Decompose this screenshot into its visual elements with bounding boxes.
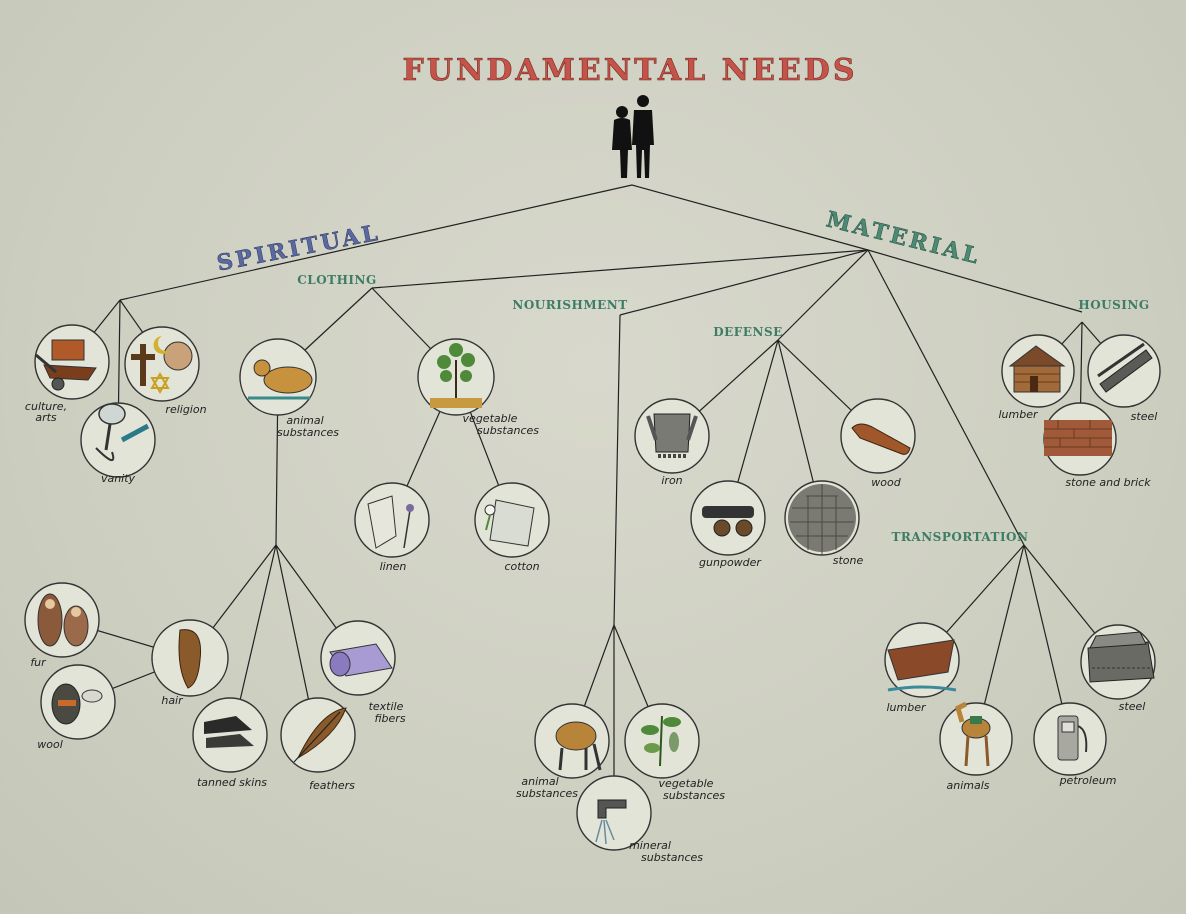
- label-clothing-vegetable-1: vegetable: [463, 412, 518, 425]
- label-fur: fur: [30, 656, 47, 669]
- steel-beam-icon: [1097, 342, 1153, 393]
- node-wool: [40, 664, 116, 740]
- label-nourish-vegetable-1: vegetable: [659, 777, 714, 790]
- node-defense-gunpowder: [690, 480, 766, 556]
- label-textile-fibers-1: textile: [369, 700, 404, 713]
- label-nourish-mineral-2: substances: [641, 851, 703, 864]
- label-clothing-vegetable-2: substances: [477, 424, 539, 437]
- node-clothing-vegetable: [417, 338, 495, 416]
- sheep-wool-icon: [51, 683, 103, 725]
- label-transport-lumber: lumber: [886, 701, 926, 714]
- locomotive-icon: [1087, 631, 1155, 683]
- label-clothing-animal-2: substances: [277, 426, 339, 439]
- node-clothing-animal: [239, 338, 317, 416]
- label-nourish-vegetable-2: substances: [663, 789, 725, 802]
- node-culture-arts: [34, 324, 110, 400]
- grazing-cow-icon: [555, 721, 602, 771]
- wooden-boat-icon: [887, 639, 957, 692]
- node-tanned-skins: [192, 697, 268, 773]
- label-hair: hair: [161, 694, 184, 707]
- label-wool: wool: [37, 738, 63, 751]
- human-couple-icon: [612, 95, 654, 178]
- label-defense-wood: wood: [871, 476, 901, 489]
- label-vanity: vanity: [101, 472, 136, 485]
- node-defense-wood: [840, 398, 916, 474]
- feather-icon: [293, 707, 347, 763]
- label-housing-steel: steel: [1131, 410, 1158, 423]
- label-housing-lumber: lumber: [998, 408, 1038, 421]
- node-housing-steel: [1087, 334, 1161, 408]
- node-linen: [354, 482, 430, 558]
- label-defense-gunpowder: gunpowder: [699, 556, 762, 569]
- node-feathers: [280, 697, 356, 773]
- label-nourish-animal-2: substances: [516, 787, 578, 800]
- label-feathers: feathers: [309, 779, 355, 792]
- node-fur: [24, 582, 100, 658]
- label-culture-arts-2: arts: [35, 411, 57, 424]
- node-transport-steel: [1080, 624, 1156, 700]
- node-defense-stone: [784, 480, 860, 556]
- fur-clad-people-icon: [37, 593, 89, 647]
- node-hair: [151, 619, 229, 697]
- hand-mirror-icon: [95, 403, 150, 461]
- node-cotton: [474, 482, 550, 558]
- diagram-title: FUNDAMENTAL NEEDS: [402, 53, 857, 88]
- node-nourish-animal: [534, 703, 610, 779]
- religious-symbols-icon: [131, 336, 193, 395]
- branch-spiritual: SPIRITUAL: [215, 220, 383, 277]
- cannon-icon: [702, 506, 754, 537]
- camel-icon: [955, 701, 991, 767]
- node-transport-petroleum: [1033, 702, 1107, 776]
- label-housing-stone-brick: stone and brick: [1065, 476, 1151, 489]
- label-religion: religion: [165, 403, 206, 416]
- label-transport-steel: steel: [1119, 700, 1146, 713]
- node-vanity: [80, 402, 156, 478]
- category-clothing: CLOTHING: [297, 273, 377, 287]
- wheelbarrow-books-icon: [35, 339, 97, 391]
- club-icon: [851, 423, 911, 455]
- label-cotton: cotton: [504, 560, 539, 573]
- armor-icon: [646, 413, 698, 458]
- fuel-pump-icon: [1057, 715, 1088, 761]
- node-transport-lumber: [884, 622, 960, 698]
- label-nourish-animal-1: animal: [521, 775, 558, 788]
- label-transport-animals: animals: [946, 779, 989, 792]
- label-transport-petroleum: petroleum: [1059, 774, 1117, 787]
- plant-icon: [430, 343, 482, 408]
- label-culture-arts-1: culture,: [25, 400, 67, 413]
- flax-cloth-icon: [367, 495, 414, 549]
- label-textile-fibers-2: fibers: [374, 712, 405, 725]
- category-nourishment: NOURISHMENT: [512, 298, 627, 312]
- label-clothing-animal-1: animal: [286, 414, 323, 427]
- node-religion: [124, 326, 200, 402]
- label-tanned-skins: tanned skins: [197, 776, 267, 789]
- brick-wall-icon: [1044, 420, 1112, 456]
- label-defense-iron: iron: [661, 474, 682, 487]
- fabric-roll-icon: [329, 643, 393, 677]
- label-linen: linen: [380, 560, 407, 573]
- water-tap-icon: [595, 799, 627, 845]
- stone-tower-icon: [788, 484, 856, 554]
- cotton-cloth-icon: [484, 499, 535, 547]
- category-defense: DEFENSE: [713, 325, 783, 339]
- node-housing-lumber: [1001, 334, 1075, 408]
- category-housing: HOUSING: [1078, 298, 1149, 312]
- hair-lock-icon: [178, 629, 202, 689]
- node-defense-iron: [634, 398, 710, 474]
- category-transportation: TRANSPORTATION: [892, 530, 1029, 544]
- label-defense-stone: stone: [833, 554, 864, 567]
- node-nourish-mineral: [576, 775, 652, 851]
- vegetable-plant-icon: [641, 715, 681, 767]
- node-transport-animals: [939, 701, 1013, 776]
- node-textile-fibers: [320, 620, 396, 696]
- node-nourish-vegetable: [624, 703, 700, 779]
- shoes-icon: [204, 716, 254, 748]
- cow-icon: [248, 359, 313, 400]
- node-housing-stone-brick: [1043, 402, 1117, 476]
- label-nourish-mineral-1: mineral: [629, 839, 671, 852]
- log-cabin-icon: [1008, 345, 1066, 393]
